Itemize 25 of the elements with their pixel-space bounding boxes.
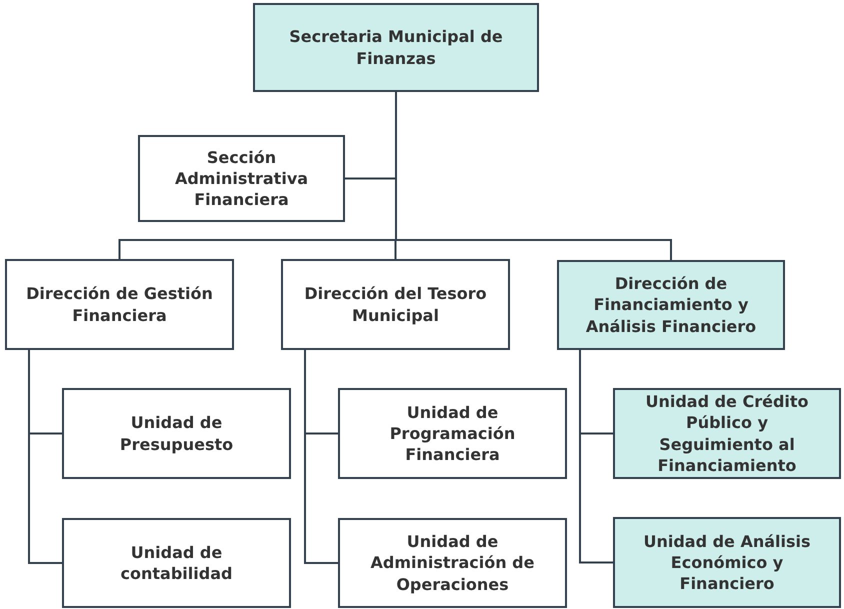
connector-line xyxy=(304,350,338,564)
unit-name: Unidad de Administración de Operaciones xyxy=(370,531,536,595)
org-unit-box xyxy=(138,135,345,222)
org-unit-box xyxy=(5,259,234,350)
unit-name: Unidad de contabilidad xyxy=(120,542,234,584)
org-unit-box xyxy=(557,260,785,350)
unit-name: Dirección de Financiamiento y Análisis Financiero xyxy=(584,273,758,337)
unit-name: Secretaria Municipal de Finanzas xyxy=(288,26,504,69)
connector-line xyxy=(579,350,613,564)
unit-name: Unidad de Programación Financiera xyxy=(388,402,516,466)
connector-line xyxy=(28,350,62,564)
org-unit-box xyxy=(62,388,291,479)
unit-name: Dirección de Gestión Financiera xyxy=(25,283,214,326)
org-unit-box xyxy=(253,3,539,92)
org-unit-box xyxy=(613,388,841,479)
org-unit-box xyxy=(62,518,291,608)
unit-name: Unidad de Análisis Económico y Financiero xyxy=(642,530,812,594)
org-unit-box xyxy=(338,388,567,479)
org-unit-box xyxy=(281,259,510,350)
unit-name: Unidad de Presupuesto xyxy=(118,412,234,455)
org-unit-box xyxy=(613,517,841,608)
unit-name: Unidad de Crédito Público y Seguimiento al Financiamiento xyxy=(644,391,810,476)
org-unit-box xyxy=(338,518,567,608)
unit-name: Sección Administrativa Financiera xyxy=(174,146,310,210)
unit-name: Dirección del Tesoro Municipal xyxy=(303,283,488,326)
